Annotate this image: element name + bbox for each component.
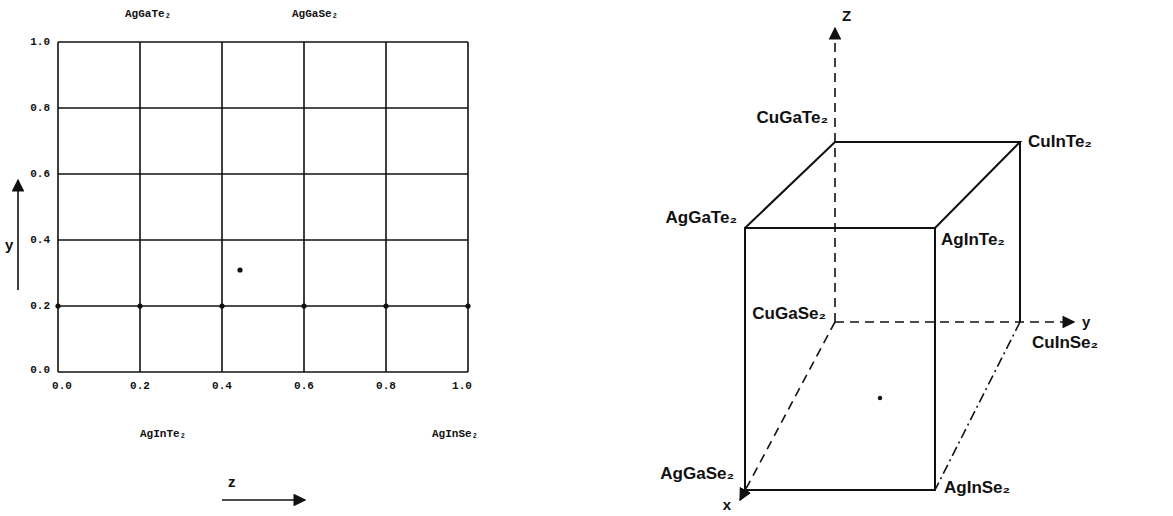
tick-label: 0.2 bbox=[30, 300, 50, 312]
vertex-compound: AgGaTe₂ bbox=[666, 209, 737, 228]
corner-compound: AgInSe₂ bbox=[432, 428, 478, 440]
corner-compound: AgGaSe₂ bbox=[292, 8, 338, 20]
axis-label: y bbox=[5, 237, 13, 254]
vertex-compound: AgInTe₂ bbox=[941, 231, 1005, 250]
tick-label: 0.4 bbox=[212, 380, 232, 392]
vertex-compound: CuInSe₂ bbox=[1032, 334, 1098, 353]
axis-label: x bbox=[723, 497, 731, 514]
composition-grid bbox=[58, 42, 468, 372]
sample-dot bbox=[878, 396, 882, 400]
tick-label: 0.4 bbox=[30, 234, 50, 246]
tick-label: 1.0 bbox=[30, 36, 50, 48]
cube-edges bbox=[745, 142, 1020, 490]
z-axis-arrow bbox=[222, 499, 305, 501]
tick-label: 0.8 bbox=[376, 380, 396, 392]
corner-compound: AgInTe₂ bbox=[140, 428, 186, 440]
tick-label: 0.0 bbox=[52, 380, 72, 392]
y-axis-arrow bbox=[17, 180, 19, 290]
tick-label: 0.6 bbox=[294, 380, 314, 392]
vertex-compound: CuInTe₂ bbox=[1028, 133, 1092, 152]
vertex-compound: AgGaSe₂ bbox=[660, 465, 734, 484]
axis-label: y bbox=[1082, 314, 1090, 331]
tick-label: 0.6 bbox=[30, 168, 50, 180]
tick-label: 0.8 bbox=[30, 102, 50, 114]
tick-label: 0.2 bbox=[130, 380, 150, 392]
cube-hidden-axes bbox=[740, 28, 1074, 500]
vertex-compound: AgInSe₂ bbox=[944, 479, 1010, 498]
corner-compound: AgGaTe₂ bbox=[125, 8, 171, 20]
tick-label: 0.0 bbox=[30, 364, 50, 376]
sample-dots bbox=[55, 267, 470, 308]
vertex-compound: CuGaTe₂ bbox=[757, 109, 828, 128]
tick-label: 1.0 bbox=[452, 380, 472, 392]
axis-label: Z bbox=[842, 8, 851, 25]
axis-label: z bbox=[228, 474, 236, 491]
vertex-compound: CuGaSe₂ bbox=[752, 305, 826, 324]
